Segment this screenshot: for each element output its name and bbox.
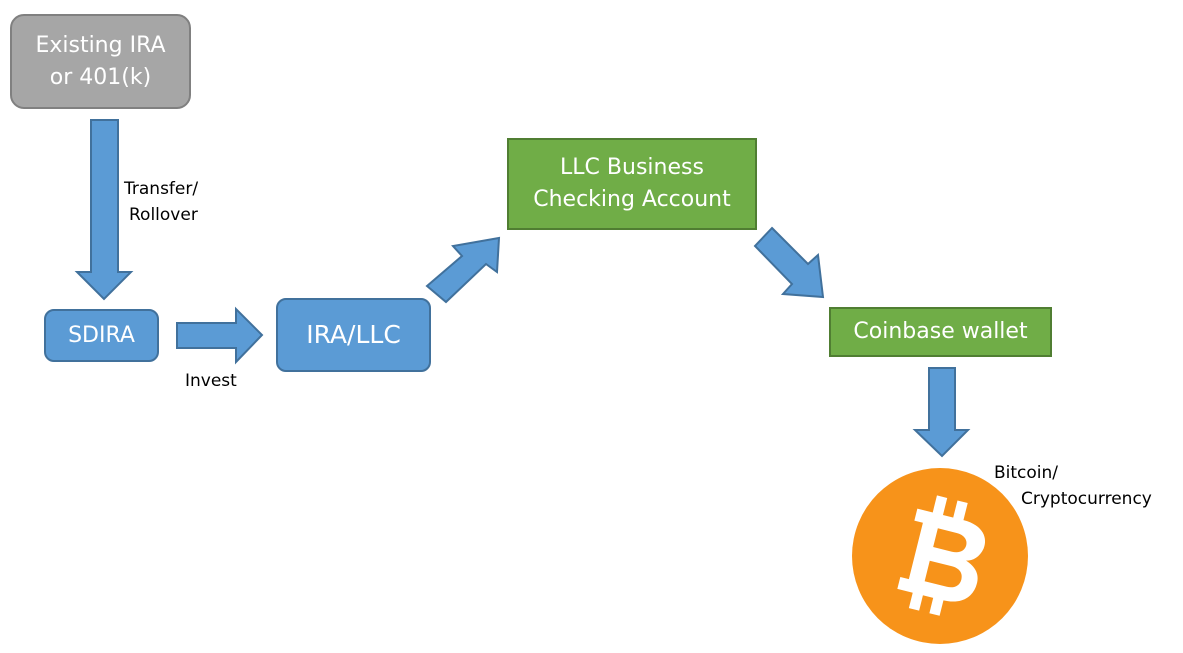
existing-ira-line1: Existing IRA	[35, 32, 166, 58]
coinbase-node: Coinbase wallet	[829, 307, 1052, 357]
bitcoin-line1: Bitcoin/	[994, 463, 1059, 483]
invest-text: Invest	[185, 371, 237, 391]
invest-label: Invest	[185, 368, 237, 394]
arrow-transfer	[74, 119, 134, 301]
existing-ira-line2: or 401(k)	[49, 64, 152, 90]
arrow-to-coinbase	[753, 226, 825, 299]
arrow-to-checking	[425, 236, 501, 304]
sdira-node: SDIRA	[44, 309, 159, 362]
bitcoin-logo-icon	[852, 468, 1028, 644]
transfer-line2: Rollover	[129, 205, 198, 226]
existing-ira-node: Existing IRA or 401(k)	[10, 14, 191, 109]
transfer-label: Transfer/ Rollover	[124, 176, 198, 229]
coinbase-label: Coinbase wallet	[853, 319, 1028, 345]
bitcoin-line2: Cryptocurrency	[1021, 489, 1152, 510]
ira-llc-node: IRA/LLC	[276, 298, 431, 372]
llc-checking-node: LLC Business Checking Account	[507, 138, 757, 230]
bitcoin-label: Bitcoin/ Cryptocurrency	[994, 460, 1152, 513]
ira-llc-label: IRA/LLC	[306, 319, 401, 349]
sdira-label: SDIRA	[68, 322, 135, 348]
llc-checking-line2: Checking Account	[533, 187, 731, 212]
arrow-invest	[176, 306, 264, 365]
llc-checking-line1: LLC Business	[560, 155, 704, 181]
transfer-line1: Transfer/	[124, 179, 199, 199]
arrow-to-bitcoin	[912, 367, 971, 458]
